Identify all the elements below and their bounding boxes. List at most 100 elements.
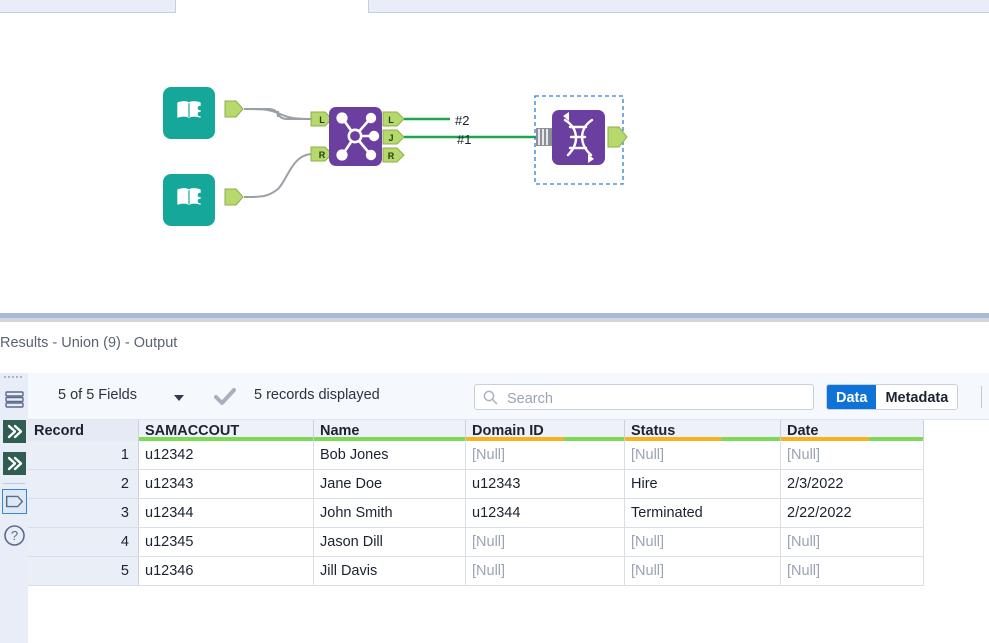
cell-domain_id[interactable]: u12343 — [465, 469, 625, 499]
tool-input-data-2 — [163, 174, 244, 226]
output-anchor-input2 — [224, 188, 244, 206]
checkmark-icon — [214, 388, 236, 406]
workflow-canvas[interactable]: L R — [0, 13, 989, 313]
panel-splitter[interactable] — [0, 313, 989, 319]
cell-domain_id[interactable]: [Null] — [465, 441, 625, 470]
connection-input2-to-join — [243, 153, 314, 198]
search-box[interactable] — [474, 384, 814, 410]
column-header-domain-id[interactable]: Domain ID — [465, 420, 625, 441]
input-anchor-join-R — [310, 146, 333, 162]
results-icon-rail: ? — [0, 373, 29, 643]
cell-samaccout[interactable]: u12343 — [138, 469, 314, 499]
column-header-name[interactable]: Name — [313, 420, 466, 441]
connection-label-1: #1 — [457, 132, 471, 147]
cell-date[interactable]: [Null] — [780, 527, 924, 557]
cell-status[interactable]: [Null] — [624, 441, 781, 470]
svg-text:R: R — [388, 151, 395, 161]
cell-name[interactable]: John Smith — [313, 498, 466, 528]
cell-date[interactable]: 2/3/2022 — [780, 469, 924, 499]
cell-status[interactable]: [Null] — [624, 556, 781, 586]
chevron-double-right-icon-2[interactable] — [2, 451, 27, 476]
column-header-status[interactable]: Status — [624, 420, 781, 441]
cell-samaccout[interactable]: u12344 — [138, 498, 314, 528]
data-quality-bar — [139, 437, 313, 441]
svg-text:R: R — [319, 150, 326, 160]
cell-record[interactable]: 2 — [28, 469, 139, 499]
cell-status[interactable]: Terminated — [624, 498, 781, 528]
cell-status[interactable]: Hire — [624, 469, 781, 499]
cell-record[interactable]: 4 — [28, 527, 139, 557]
search-icon — [483, 390, 498, 405]
cell-date[interactable]: [Null] — [780, 556, 924, 586]
cell-status[interactable]: [Null] — [624, 527, 781, 557]
metadata-view-button[interactable]: Metadata — [876, 385, 958, 409]
connection-label-2: #2 — [455, 113, 469, 128]
cell-date[interactable]: 2/22/2022 — [780, 498, 924, 528]
output-anchor-input1 — [224, 100, 244, 118]
table-view-icon[interactable] — [2, 387, 27, 412]
cell-domain_id[interactable]: [Null] — [465, 527, 625, 557]
svg-text:L: L — [388, 115, 394, 125]
cell-name[interactable]: Bob Jones — [313, 441, 466, 470]
document-tab-strip — [0, 0, 989, 13]
cell-name[interactable]: Jason Dill — [313, 527, 466, 557]
cell-name[interactable]: Jill Davis — [313, 556, 466, 586]
cell-name[interactable]: Jane Doe — [313, 469, 466, 499]
data-quality-bar — [466, 437, 624, 441]
toolbar-divider — [981, 386, 982, 408]
cell-date[interactable]: [Null] — [780, 441, 924, 470]
column-header-samaccout[interactable]: SAMACCOUT — [138, 420, 314, 441]
selection-rectangle — [534, 95, 624, 185]
rail-divider — [3, 483, 25, 484]
output-anchor-join-L — [382, 111, 405, 127]
results-panel: Results - Union (9) - Output — [0, 313, 989, 643]
cell-samaccout[interactable]: u12346 — [138, 556, 314, 586]
cell-record[interactable]: 5 — [28, 556, 139, 586]
data-quality-bar — [314, 437, 465, 441]
fields-count-label[interactable]: 5 of 5 Fields — [58, 387, 137, 403]
tag-icon[interactable] — [2, 489, 27, 514]
data-view-button[interactable]: Data — [827, 385, 877, 409]
tool-union-selected — [534, 95, 628, 185]
output-anchor-union — [607, 126, 628, 148]
tool-input-data-1 — [163, 87, 244, 139]
records-displayed-label: 5 records displayed — [254, 387, 380, 403]
chevron-double-right-icon[interactable] — [2, 419, 27, 444]
input-anchor-join-L — [310, 111, 333, 127]
view-mode-toggle[interactable]: Data Metadata — [826, 384, 959, 410]
column-header-record[interactable]: Record — [28, 420, 139, 441]
svg-text:?: ? — [11, 528, 18, 543]
data-quality-bar — [625, 437, 780, 441]
cell-domain_id[interactable]: [Null] — [465, 556, 625, 586]
cell-samaccout[interactable]: u12342 — [138, 441, 314, 470]
results-title: Results - Union (9) - Output — [0, 335, 178, 351]
help-icon[interactable]: ? — [2, 523, 27, 548]
workflow-tab[interactable] — [0, 0, 176, 13]
cell-record[interactable]: 1 — [28, 441, 139, 470]
panel-splitter-shadow — [0, 319, 989, 322]
chevron-down-icon[interactable] — [174, 395, 184, 401]
cell-samaccout[interactable]: u12345 — [138, 527, 314, 557]
rail-grip[interactable] — [4, 376, 24, 382]
results-toolbar: 5 of 5 Fields 5 records displayed Da — [28, 373, 989, 420]
svg-text:L: L — [319, 115, 325, 125]
config-tab[interactable] — [368, 0, 989, 13]
cell-domain_id[interactable]: u12344 — [465, 498, 625, 528]
cell-record[interactable]: 3 — [28, 498, 139, 528]
column-header-date[interactable]: Date — [780, 420, 924, 441]
svg-text:J: J — [388, 133, 393, 143]
search-input[interactable] — [505, 388, 809, 409]
output-anchor-join-R — [382, 147, 405, 163]
tool-join: L R — [310, 107, 405, 166]
data-quality-bar — [781, 437, 923, 441]
